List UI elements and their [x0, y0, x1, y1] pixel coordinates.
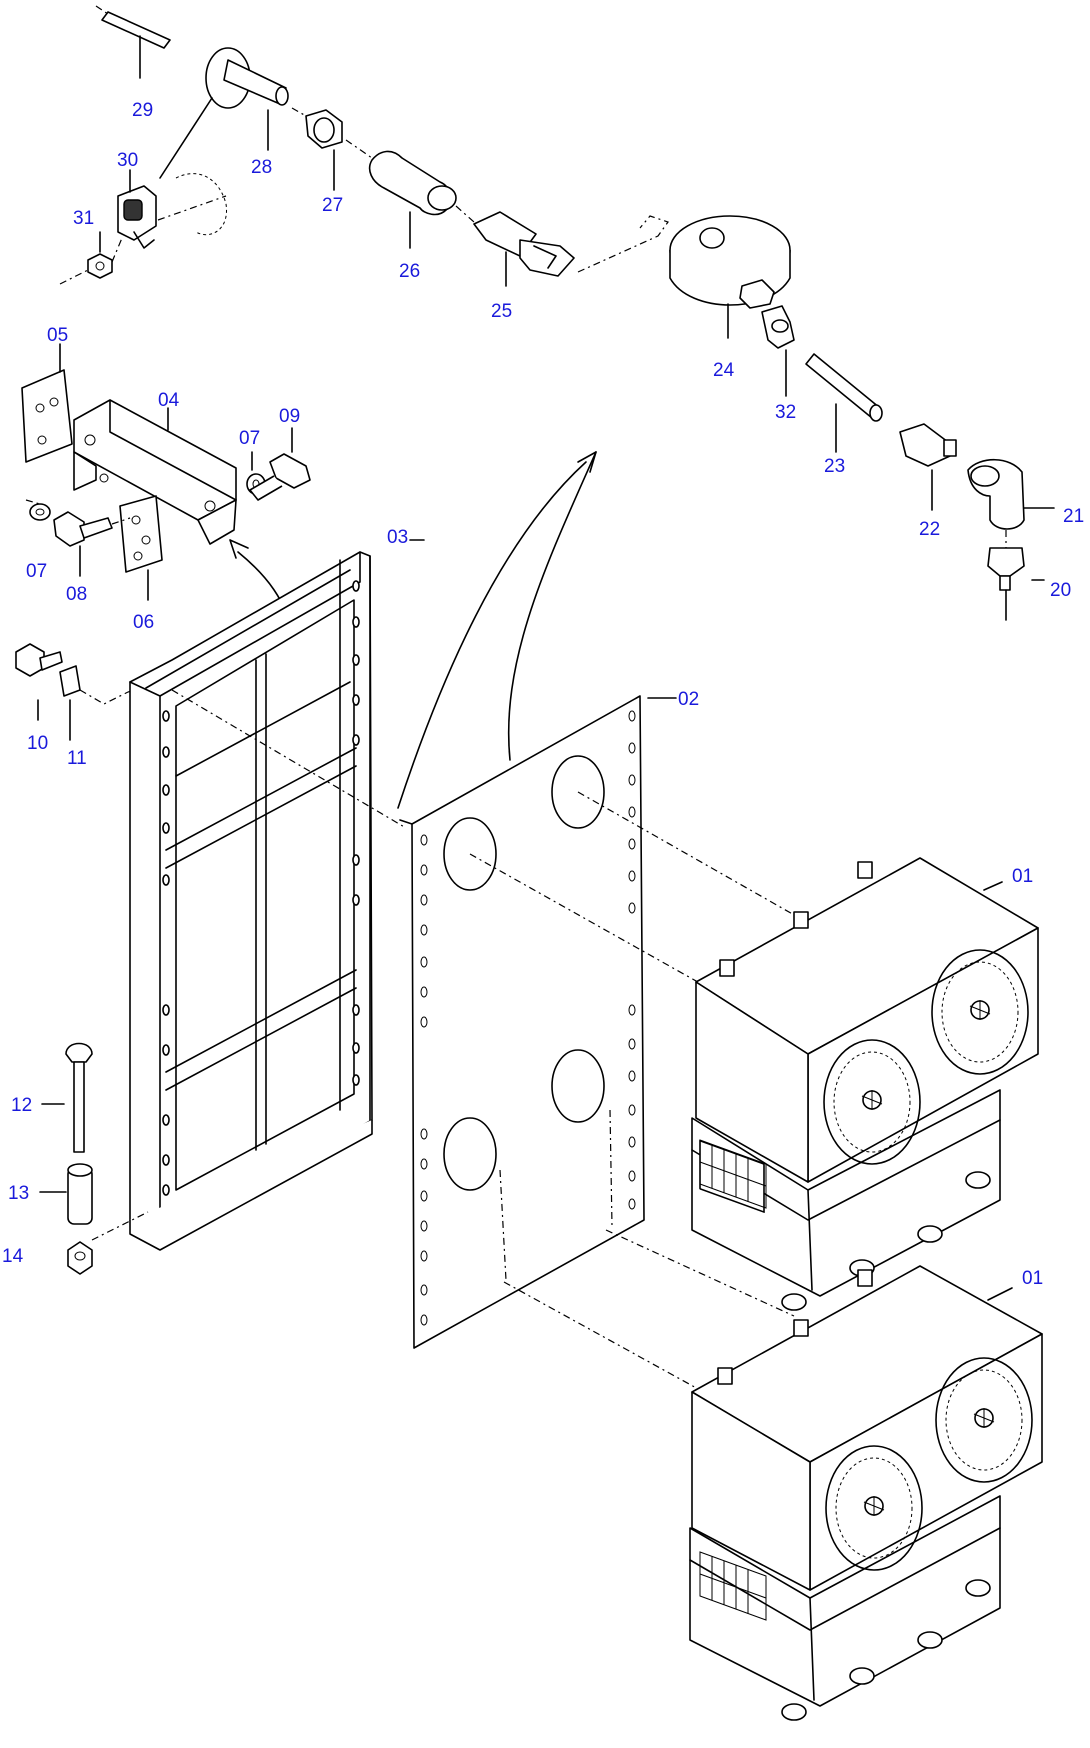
part-12-bolt	[41, 1042, 93, 1153]
label-01-lower: 01	[1022, 1268, 1043, 1289]
frame-holes-left	[162, 710, 170, 1196]
label-21: 21	[1063, 506, 1084, 527]
part-13-spacer	[39, 1163, 93, 1225]
label-29: 29	[132, 100, 153, 121]
fan-left-upper	[823, 1039, 921, 1165]
part-24-sender-unit	[669, 215, 791, 339]
part-11-lock-washer	[59, 665, 141, 741]
part-01-unit-lower	[689, 1265, 1043, 1721]
part-07-washer-b	[25, 499, 51, 521]
part-08-bolt	[53, 511, 131, 577]
fan-left-lower	[825, 1445, 923, 1571]
label-23: 23	[824, 456, 845, 477]
fan-right-lower	[935, 1357, 1033, 1483]
label-02: 02	[678, 689, 699, 710]
part-32-fitting	[761, 305, 795, 397]
part-26-sleeve	[345, 139, 457, 249]
label-24: 24	[713, 360, 735, 381]
part-10-bolt	[15, 643, 63, 721]
part-22-connector	[899, 423, 957, 511]
label-07-upper: 07	[239, 428, 260, 449]
label-20: 20	[1050, 580, 1071, 601]
part-01-unit-upper	[691, 857, 1039, 1311]
part-06-plate	[119, 495, 163, 601]
part-31-nut	[59, 231, 123, 285]
vent-grille-upper	[699, 1139, 767, 1209]
label-13: 13	[8, 1183, 29, 1204]
label-14: 14	[2, 1246, 24, 1267]
part-04-bracket	[73, 399, 237, 545]
part-03-frame	[129, 539, 425, 1251]
part-28-shaft-flange	[159, 47, 289, 179]
unit-lower-studs	[717, 1269, 873, 1385]
label-06: 06	[133, 612, 154, 633]
part-23-hose	[805, 353, 883, 453]
label-11: 11	[67, 748, 87, 769]
frame-holes-right	[352, 580, 360, 1086]
part-09-bolt	[249, 427, 311, 501]
label-09: 09	[279, 406, 300, 427]
part-14-nut	[67, 1211, 149, 1275]
vent-grille-lower	[699, 1551, 767, 1621]
fan-right-upper	[931, 949, 1029, 1075]
label-01-upper: 01	[1012, 866, 1033, 887]
part-29-pin	[95, 5, 171, 79]
label-27: 27	[322, 195, 343, 216]
panel-holes	[420, 710, 636, 1326]
part-labels: 01 01 02 03 04 05 06 07 07 08 09 10 11 1…	[2, 100, 1084, 1289]
part-05-plate	[21, 343, 73, 463]
label-04: 04	[158, 390, 180, 411]
label-08: 08	[66, 584, 87, 605]
label-28: 28	[251, 157, 272, 178]
part-20-sensor	[987, 530, 1045, 621]
part-25-connector	[455, 205, 575, 287]
part-02-panel	[399, 695, 797, 1391]
label-07-lower: 07	[26, 561, 47, 582]
label-03: 03	[387, 527, 408, 548]
label-25: 25	[491, 301, 512, 322]
label-31: 31	[73, 208, 94, 229]
label-05: 05	[47, 325, 68, 346]
label-32: 32	[775, 402, 796, 423]
label-12: 12	[11, 1095, 32, 1116]
label-30: 30	[117, 150, 138, 171]
unit-lower-feet	[781, 1579, 991, 1721]
label-22: 22	[919, 519, 940, 540]
part-27-fitting	[291, 107, 343, 191]
part-30-clamp	[117, 169, 227, 249]
label-26: 26	[399, 261, 420, 282]
label-10: 10	[27, 733, 48, 754]
arrow-panel-to-top	[397, 451, 597, 809]
unit-upper-studs	[719, 861, 873, 977]
part-21-elbow-boot	[967, 459, 1055, 530]
